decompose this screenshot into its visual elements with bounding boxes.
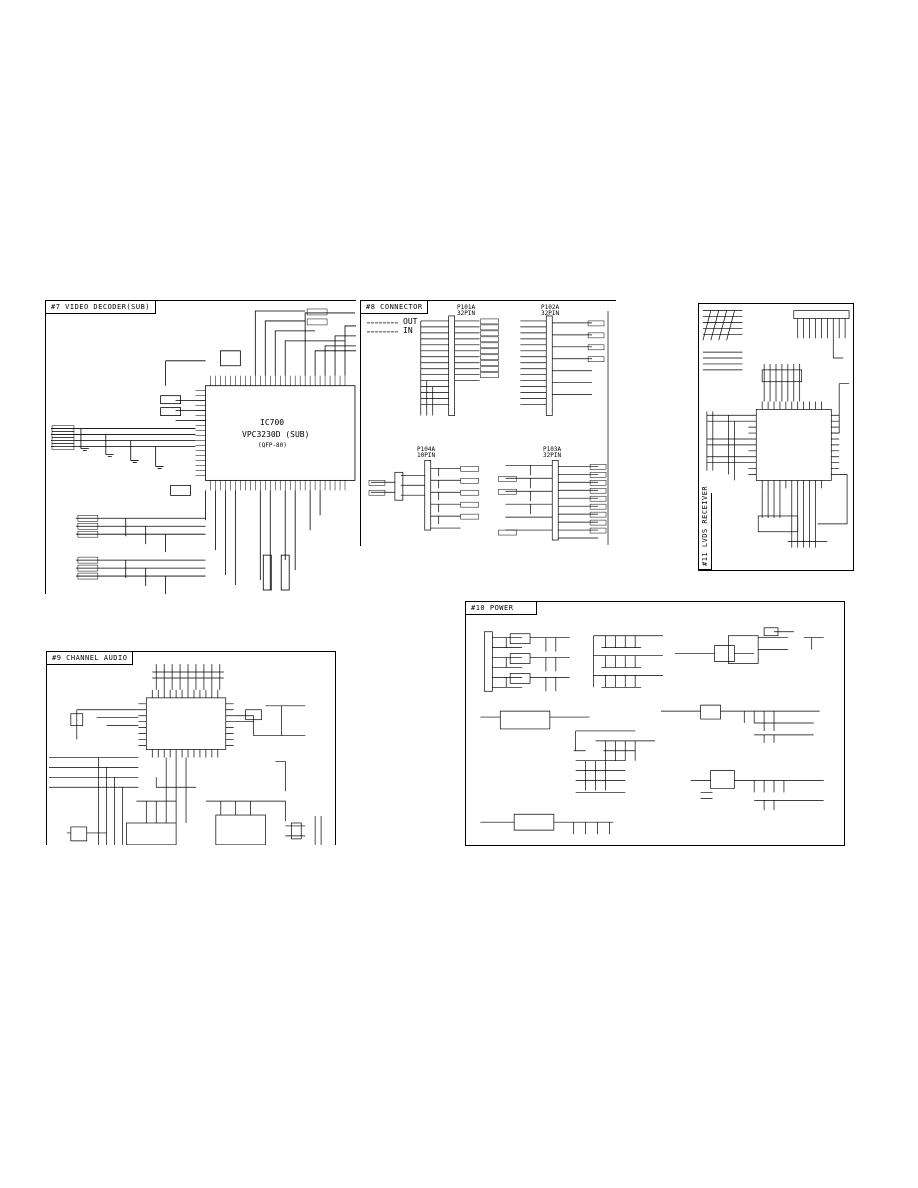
- connector-p104a-ref: P104A: [417, 446, 436, 453]
- connector-p103a-pins: 32PIN: [543, 452, 562, 459]
- panel-power: #10 POWER: [465, 601, 845, 846]
- power-schematic: [480, 627, 824, 835]
- panel-channel-audio: #9 CHANNEL AUDIO: [46, 651, 336, 845]
- legend-out-label: OUT: [403, 317, 418, 326]
- panel-connector: #8 CONNECTOR: [360, 300, 616, 546]
- channel-audio-schematic: [48, 664, 322, 845]
- panel-title: #7 VIDEO DECODER(SUB): [46, 301, 157, 314]
- panel-video-decoder: #7 VIDEO DECODER(SUB): [45, 300, 356, 594]
- connector-p101a-ref: P101A: [457, 304, 476, 311]
- panel-title: #8 CONNECTOR: [361, 301, 428, 314]
- connector-p102a-ref: P102A: [541, 304, 560, 311]
- panel-title: #11 LVDS RECEIVER: [699, 486, 712, 570]
- connector-schematic: [366, 310, 609, 546]
- connector-p101a-pins: 32PIN: [457, 310, 476, 317]
- ic-reference: IC700: [260, 418, 285, 427]
- connector-p104a-pins: 10PIN: [417, 452, 436, 459]
- connector-p103a-ref: P103A: [543, 446, 562, 453]
- legend-in-label: IN: [403, 326, 413, 335]
- lvds-schematic: [702, 310, 850, 548]
- ic-part-number: VPC3230D (SUB): [242, 430, 310, 439]
- panel-lvds-receiver: #11 LVDS RECEIVER: [698, 303, 854, 571]
- panel-title: #9 CHANNEL AUDIO: [47, 652, 134, 665]
- ic-package: (QFP-80): [258, 442, 287, 449]
- video-decoder-schematic: [51, 308, 356, 594]
- panel-title: #10 POWER: [466, 602, 537, 615]
- connector-p102a-pins: 32PIN: [541, 310, 560, 317]
